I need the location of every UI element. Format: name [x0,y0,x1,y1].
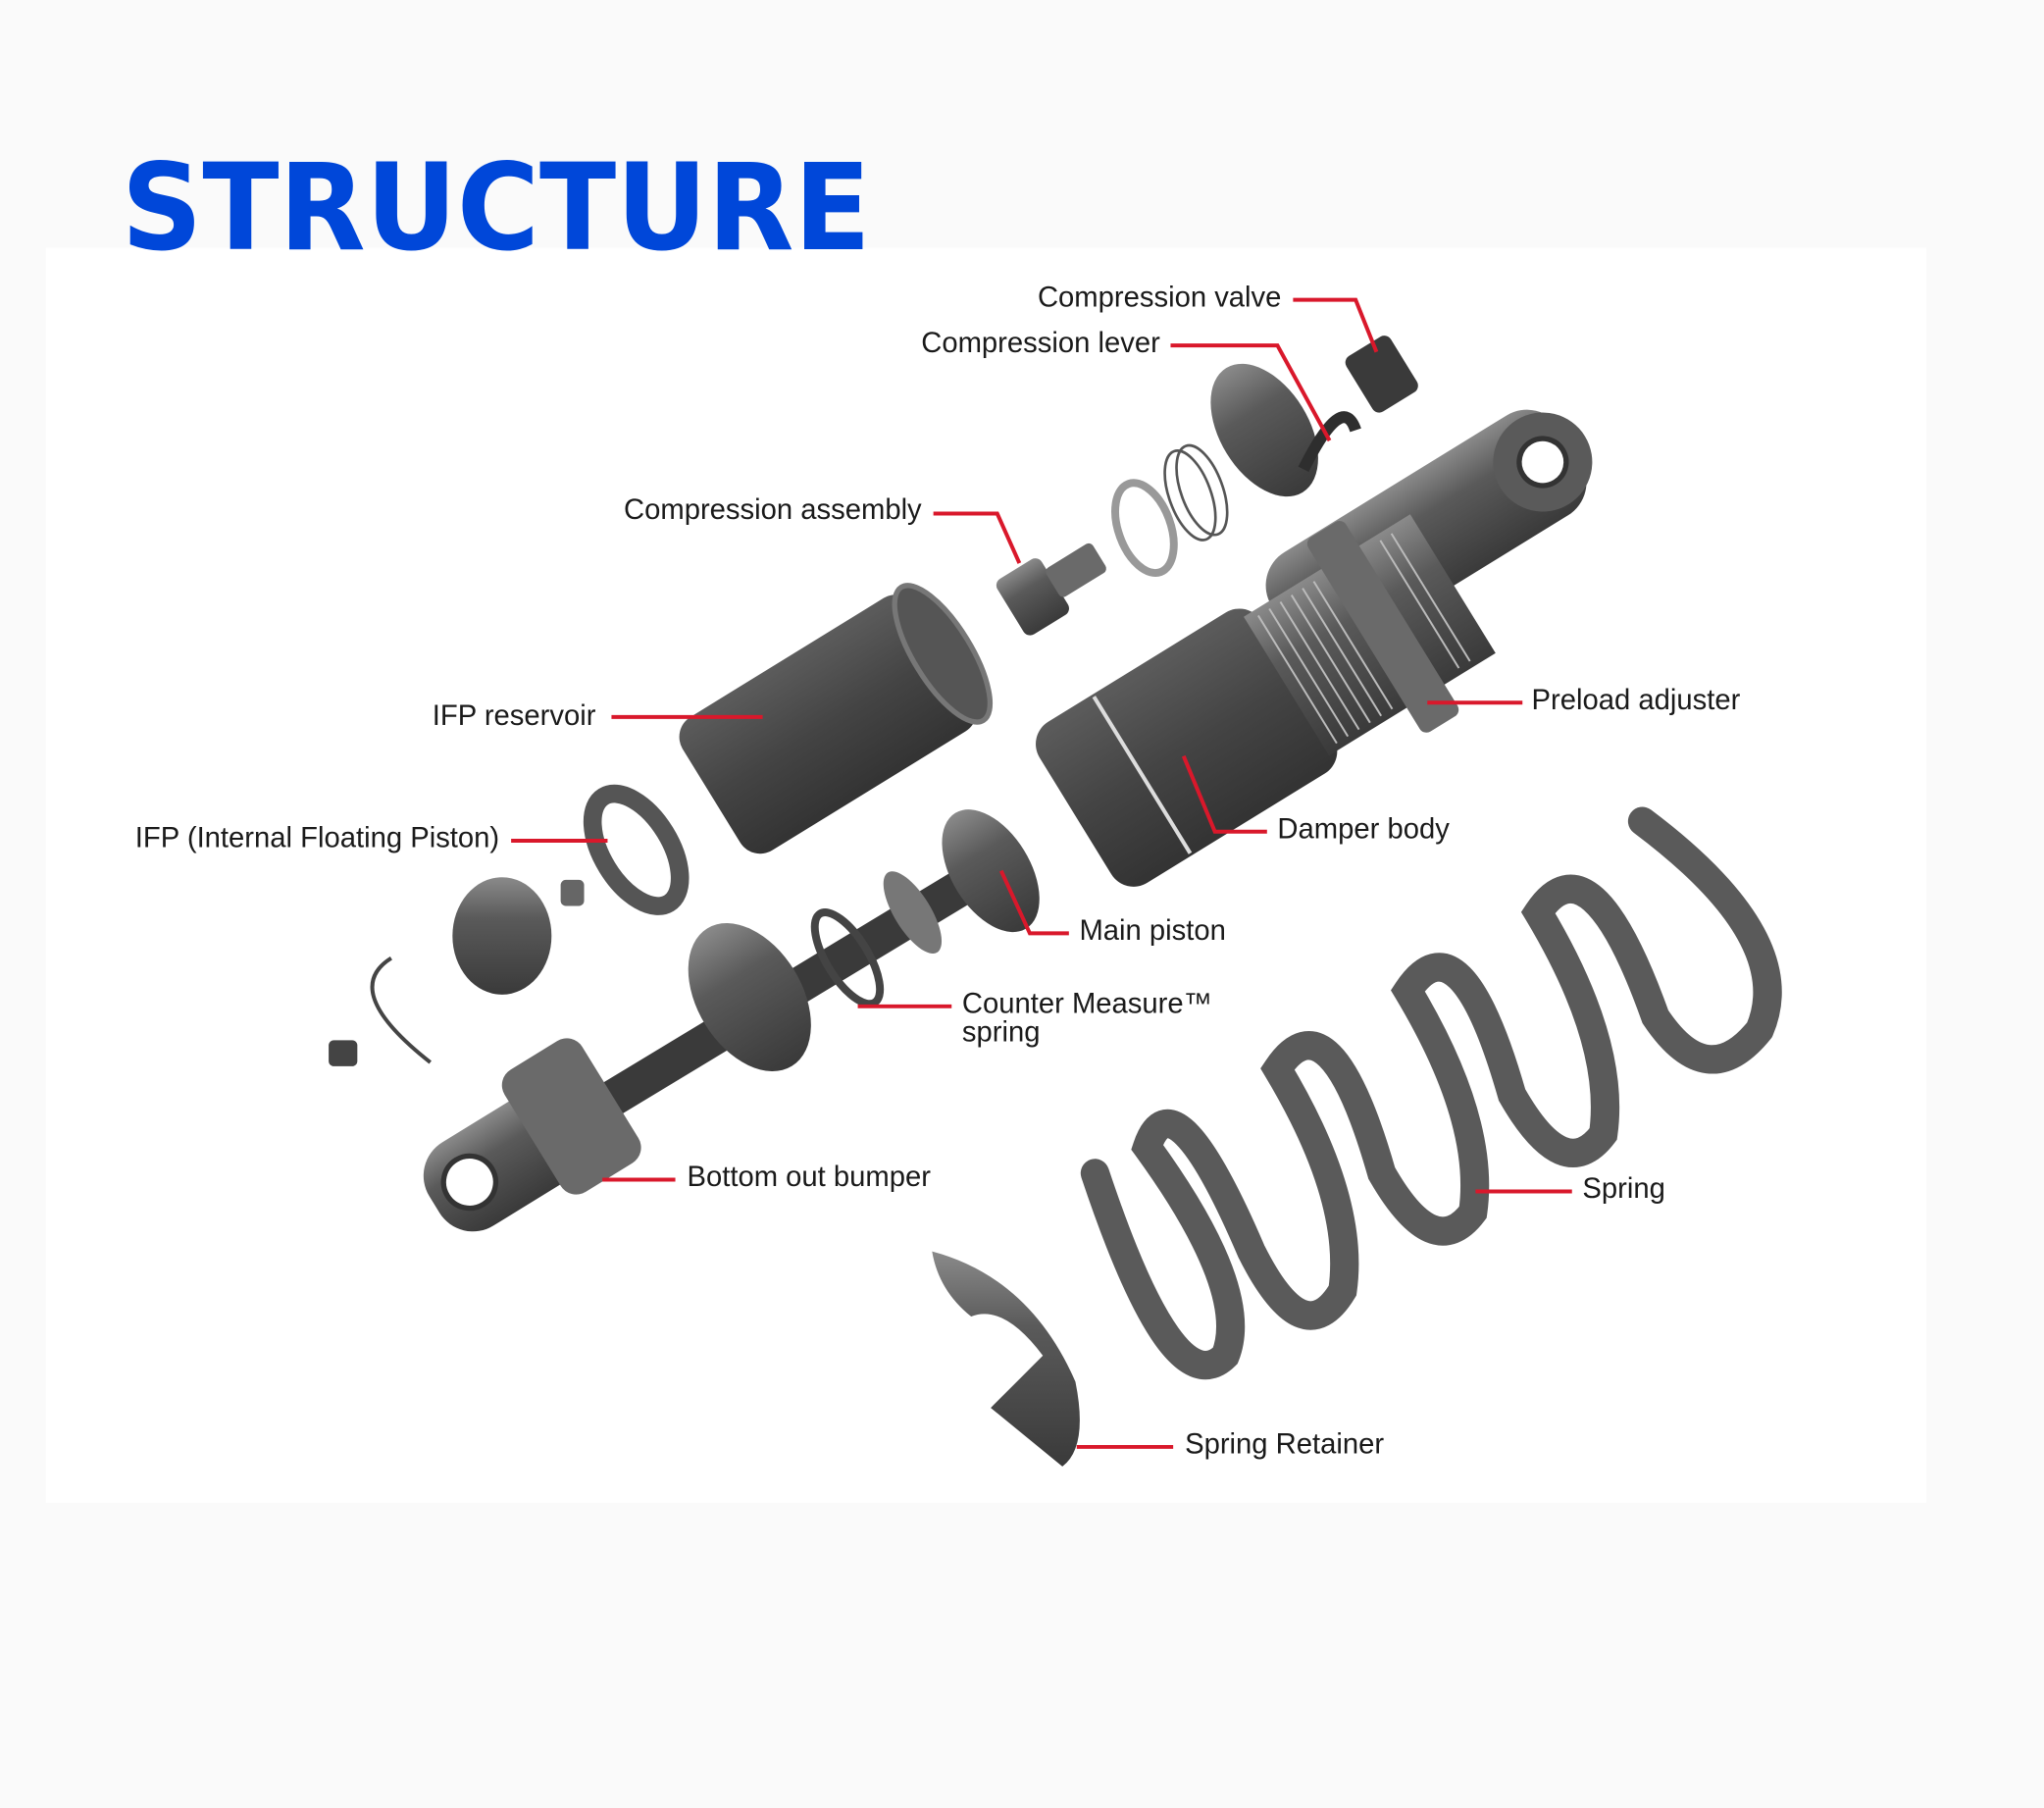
snap-ring [370,956,432,1064]
label-preload-adjuster: Preload adjuster [1532,685,1741,716]
compression-lever [1298,411,1361,473]
page-title: STRUCTURE [122,138,871,278]
label-bottom-out-bumper: Bottom out bumper [688,1162,932,1193]
label-damper-body: Damper body [1277,813,1450,845]
counter-measure-spring-shape [810,908,885,1008]
compression-assembly [996,542,1106,636]
spring-retainer [932,1251,1080,1467]
bottom-eyelet [423,1038,641,1232]
label-spring-retainer: Spring Retainer [1185,1429,1384,1461]
label-main-piston: Main piston [1079,915,1225,947]
label-ifp: IFP (Internal Floating Piston) [135,823,499,854]
leader-lines [511,297,1572,1449]
compression-valve-head [1210,363,1318,497]
label-ifp-reservoir: IFP reservoir [433,700,596,732]
o-ring [1163,449,1217,542]
compression-valve [1345,336,1418,413]
bottom-out-bumper-shape [501,1038,641,1195]
label-counter-measure-spring: Counter Measure™ [962,988,1212,1019]
coil-spring [1080,806,1782,1380]
label-compression-assembly: Compression assembly [624,494,922,526]
label-compression-lever: Compression lever [921,328,1160,359]
preload-adjuster-ring [1306,521,1459,733]
shaft-collar [688,923,811,1072]
washer [1111,479,1178,577]
label-compression-valve: Compression valve [1038,282,1281,313]
label-counter-measure-spring-line2: spring [962,1017,1041,1049]
damper-body [1036,514,1496,887]
labels: Compression valve Compression lever Comp… [135,282,1741,1460]
shim [883,871,943,955]
shock-parts [329,336,1782,1467]
reservoir-cap [452,877,552,995]
ifp-reservoir [679,583,994,854]
ifp-piston [583,784,690,915]
label-spring: Spring [1582,1173,1664,1205]
